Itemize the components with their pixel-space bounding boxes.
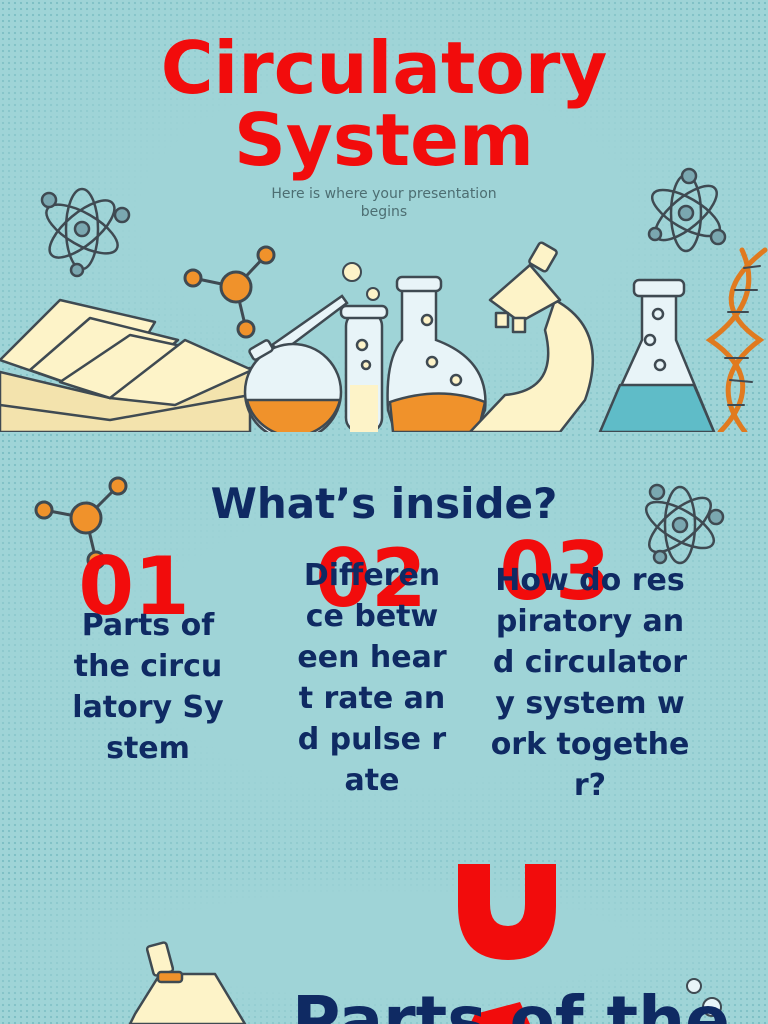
- test-tube-icon: [339, 304, 389, 432]
- item-text-02: Difference between heart rate and pulse …: [297, 558, 447, 798]
- parts-decorations: [128, 864, 722, 1024]
- flask-icon: [598, 278, 716, 432]
- flask-icon: [386, 275, 487, 432]
- book-icon: [0, 298, 254, 432]
- atom-icon: [644, 483, 725, 565]
- agenda-decorations: [34, 476, 725, 570]
- item-number-01: 01: [78, 540, 190, 633]
- microscope-icon: [468, 241, 595, 432]
- slide-title: Circulatory System: [0, 32, 768, 176]
- title-line-1: Circulatory: [160, 26, 608, 110]
- item-number-03: 03: [499, 525, 611, 618]
- agenda-slide: What’s inside? 01 02 03 Parts of the cir…: [0, 432, 768, 864]
- bubble-icon: [686, 978, 722, 1017]
- agenda-heading: What’s inside?: [210, 479, 558, 528]
- atom-icon: [40, 187, 131, 278]
- item-text-03: How do respiratory and circulatory syste…: [490, 563, 690, 803]
- molecule-icon: [34, 476, 128, 570]
- dotted-texture: [0, 864, 768, 1024]
- item-text-01: Parts of the circulatory System: [72, 608, 224, 766]
- section-number-decoration: [458, 864, 556, 1024]
- parts-slide-title: Parts of the: [292, 982, 730, 1024]
- dna-icon: [705, 247, 768, 432]
- title-slide: Circulatory System Here is where your pr…: [0, 0, 768, 432]
- parts-slide: Parts of the: [0, 864, 768, 1024]
- lab-illustration: [0, 167, 768, 432]
- slide-subtitle: Here is where your presentation begins: [271, 186, 497, 220]
- atom-icon: [647, 167, 727, 253]
- title-line-2: System: [234, 98, 534, 182]
- bubble-icon: [342, 262, 380, 301]
- item-number-02: 02: [315, 532, 427, 625]
- microscope-icon: [128, 941, 247, 1024]
- flask-icon: [243, 294, 349, 432]
- dotted-texture: [0, 432, 768, 864]
- molecule-icon: [183, 245, 276, 339]
